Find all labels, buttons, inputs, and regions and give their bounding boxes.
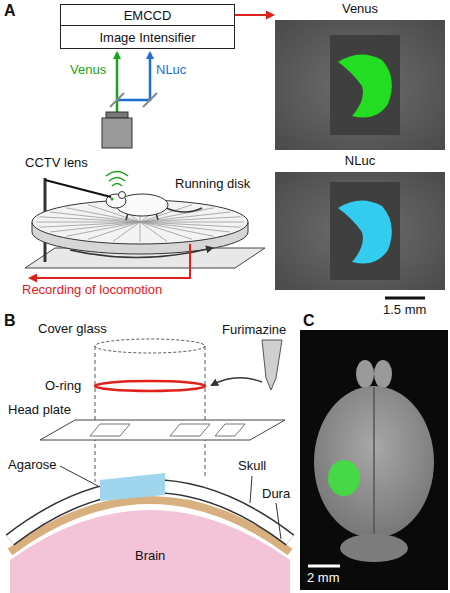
nluc-image [275,172,445,290]
part-label: CCTV lens [25,155,88,170]
intensifier-box: Image Intensifier [60,25,235,49]
spoke [140,217,241,222]
box-label: Image Intensifier [99,30,195,45]
spoke [140,222,244,223]
part-label: Furimazine [222,322,286,337]
part-label: Brain [135,548,165,563]
light-waves [106,172,128,187]
scale-label: 1.5 mm [383,302,426,317]
head-plate [40,420,285,440]
part-label: Dura [262,486,290,501]
pipette [262,340,282,390]
signal-label: NLuc [156,62,186,77]
leader-lines [60,466,281,539]
output-label: Recording of locomotion [22,282,162,297]
image-title: Venus [275,1,445,16]
scale-label: 2 mm [307,570,340,585]
part-label: O-ring [45,378,81,393]
image-panel: NLuc [275,152,445,292]
spoke [140,222,192,239]
panel-letter: B [4,312,16,330]
part-label: Agarose [8,457,56,472]
brain-photo [300,330,448,590]
signal-arrow [235,14,273,16]
cover-glass [95,339,205,353]
detector-box: EMCCD [60,4,235,26]
spoke [40,222,141,227]
scale-bar [385,297,425,300]
spoke [50,222,140,232]
part-label: Cover glass [38,321,107,336]
spoke [36,222,140,223]
assembly-guides [95,346,205,482]
optic-fiber [45,180,111,197]
signal-label: Venus [70,62,106,77]
agarose [100,473,165,501]
drop-arrow [212,378,262,385]
o-ring [95,381,205,391]
panel-letter: C [303,312,315,330]
image-title: NLuc [275,153,445,168]
image-panel: Venus [275,0,445,150]
part-label: Skull [238,458,266,473]
panel-letter: A [4,2,16,20]
part-label: Running disk [175,176,250,191]
optics [102,53,157,148]
part-label: Head plate [8,402,71,417]
spoke [140,222,167,241]
venus-image [275,20,445,150]
box-label: EMCCD [124,8,172,23]
recording-arrow [30,244,190,278]
spoke [140,222,141,242]
mouse [106,192,202,221]
